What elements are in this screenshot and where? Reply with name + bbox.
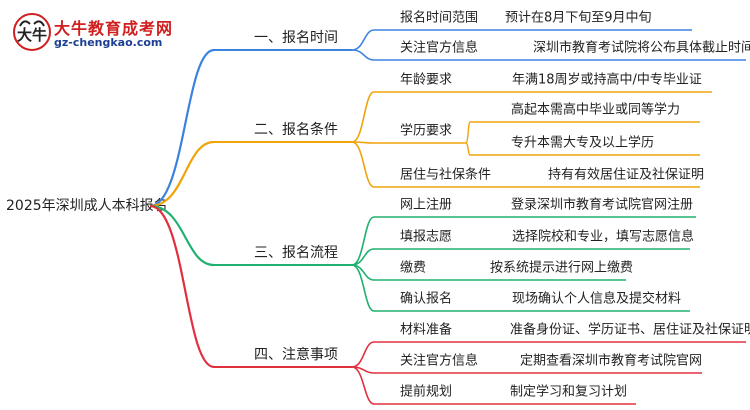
child-label[interactable]: 年龄要求 [400,73,452,88]
branch-label-4[interactable]: 四、注意事项 [254,346,338,363]
child-label[interactable]: 学历要求 [400,123,452,139]
detail-connector [465,142,471,156]
detail-text: 年满18周岁或持高中/中专毕业证 [512,72,702,88]
child-connector [351,29,375,51]
detail-text: 高起本需高中毕业或同等学力 [511,102,680,118]
detail-connector [465,121,471,144]
child-label[interactable]: 关注官方信息 [400,353,478,369]
logo-url: gz-chengkao.com [54,36,163,49]
child-label[interactable]: 材料准备 [400,322,452,338]
child-connector [351,141,375,188]
detail-text: 持有有效居住证及社保证明 [548,167,704,183]
site-logo[interactable]: 大牛 大牛教育成考网 gz-chengkao.com [12,12,202,56]
child-label[interactable]: 网上注册 [400,198,452,213]
detail-text: 登录深圳市教育考试院官网注册 [511,197,693,213]
child-connector [351,91,375,143]
child-connector [351,341,375,368]
detail-text: 制定学习和复习计划 [510,384,627,400]
detail-text: 准备身份证、学历证书、居住证及社保证明 [510,322,750,338]
branch-label-2[interactable]: 二、报名条件 [254,121,338,138]
child-label[interactable]: 居住与社保条件 [400,167,491,183]
child-label[interactable]: 关注官方信息 [400,40,478,56]
branch-connector [149,48,215,208]
child-connector [351,264,375,312]
detail-text: 定期查看深圳市教育考试院官网 [520,353,702,369]
detail-text: 预计在8月下旬至9月中旬 [505,11,652,26]
detail-text: 选择院校和专业，填写志愿信息 [512,229,694,245]
bull-logo-icon: 大牛 [13,13,51,51]
branch-label-3[interactable]: 三、报名流程 [254,245,338,261]
branch-connector [149,204,215,369]
child-connector [351,49,375,61]
child-connector [351,366,375,405]
detail-text: 现场确认个人信息及提交材料 [512,291,681,307]
detail-text: 深圳市教育考试院将公布具体截止时间 [533,40,750,56]
svg-text:大牛: 大牛 [17,26,47,44]
branch-connector [149,204,215,267]
child-label[interactable]: 提前规划 [400,384,452,400]
detail-text: 专升本需大专及以上学历 [511,135,654,151]
child-connector [351,216,375,266]
logo-title: 大牛教育成考网 [54,19,174,38]
branch-label-1[interactable]: 一、报名时间 [254,30,338,46]
child-label[interactable]: 填报志愿 [400,230,452,245]
root-topic: 2025年深圳成人本科报名 [6,198,168,214]
child-label[interactable]: 缴费 [400,261,426,276]
detail-text: 按系统提示进行网上缴费 [490,260,633,276]
child-label[interactable]: 确认报名 [400,291,452,307]
child-label[interactable]: 报名时间范围 [400,10,478,26]
branch-connector [149,140,215,208]
